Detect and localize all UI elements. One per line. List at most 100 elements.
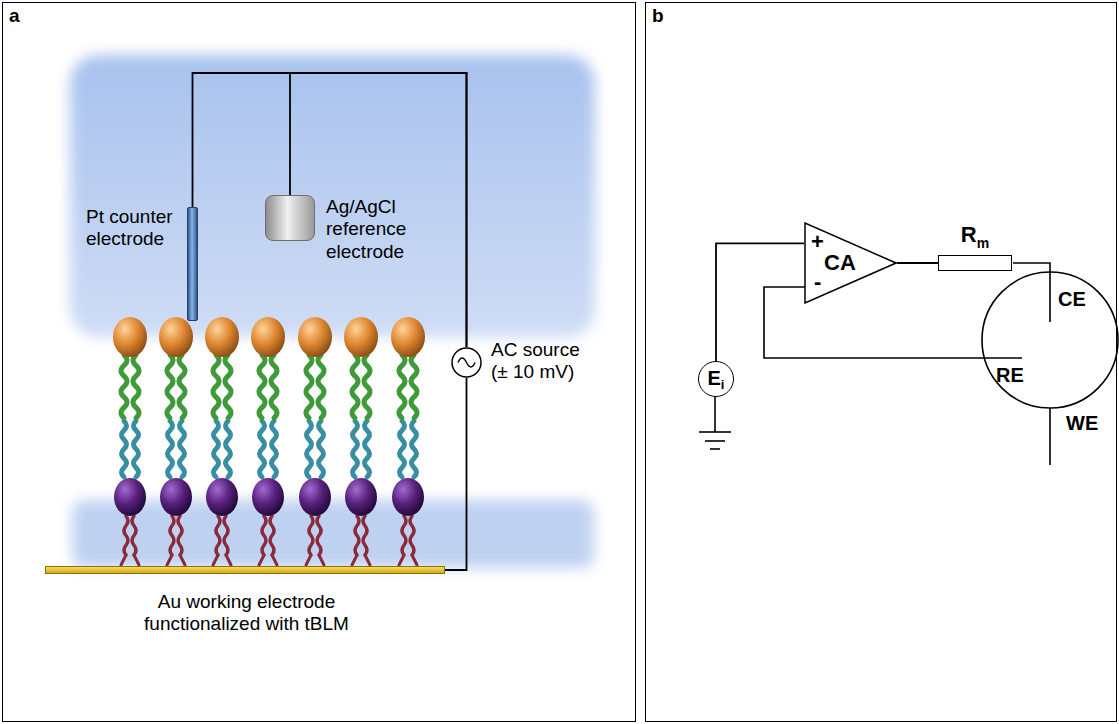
inner-leaflet-tail — [365, 421, 370, 477]
outer-headgroup — [251, 317, 285, 357]
thiol-anchor — [121, 555, 139, 565]
gold-electrode: Au working electrode functionalized with… — [45, 566, 445, 574]
tether-chain — [363, 516, 367, 555]
thiol-anchor — [167, 555, 185, 565]
outer-leaflet-tail — [179, 355, 185, 418]
inner-headgroup — [252, 478, 284, 516]
tether-chain — [262, 516, 266, 555]
node-label: AC source (± 10 mV) — [491, 339, 587, 384]
node-label: R — [961, 222, 977, 247]
subscript: i — [721, 377, 725, 392]
ground-symbol — [705, 440, 725, 442]
thiol-anchor — [306, 555, 324, 565]
electrode-label: RE — [996, 364, 1024, 388]
outer-leaflet-tail — [399, 355, 405, 418]
tether-chain — [270, 516, 274, 555]
wire — [290, 73, 467, 347]
tether-chain — [410, 516, 414, 555]
outer-leaflet-tail — [225, 355, 231, 418]
potentiostat-wires — [699, 263, 1118, 465]
node-label: Ag/AgCl reference electrode — [326, 196, 430, 263]
tether-chain — [317, 516, 321, 555]
we-wire — [1049, 408, 1051, 465]
outer-headgroup — [298, 317, 332, 357]
voltage-source: Ei — [698, 361, 734, 397]
panel-frame: bEiCARm+-CEREWE — [645, 2, 1117, 722]
node-label: Au working electrode functionalized with… — [134, 591, 359, 636]
outer-leaflet-tail — [133, 355, 139, 418]
inner-leaflet-tail — [272, 421, 277, 477]
thiol-anchor — [213, 555, 231, 565]
input-sign: + — [811, 229, 824, 255]
outer-headgroup — [344, 317, 378, 357]
outer-leaflet-tail — [213, 355, 219, 418]
sine-wave — [458, 358, 475, 367]
ground-wire — [714, 396, 716, 432]
outer-leaflet-tail — [306, 355, 312, 418]
inner-leaflet-tail — [180, 421, 185, 477]
tether-chain — [309, 516, 313, 555]
inner-leaflet-tail — [260, 421, 265, 477]
tether-chain — [132, 516, 136, 555]
inner-headgroup — [299, 478, 331, 516]
ground-symbol — [699, 431, 731, 433]
tether-chain — [170, 516, 174, 555]
outer-leaflet-tail — [167, 355, 173, 418]
node-label: b — [652, 5, 664, 27]
ac-source-symbol — [451, 347, 482, 378]
source-outline — [452, 348, 481, 377]
inner-headgroup — [345, 478, 377, 516]
inner-headgroup — [114, 478, 146, 516]
inner-headgroup — [160, 478, 192, 516]
wire — [716, 243, 804, 361]
inner-headgroup — [392, 478, 424, 516]
inner-leaflet-tail — [226, 421, 231, 477]
electrode-label: WE — [1066, 412, 1098, 436]
inner-leaflet-tail — [214, 421, 219, 477]
resistor-symbol: Rm — [938, 255, 1012, 271]
inner-leaflet-tail — [134, 421, 139, 477]
inner-leaflet-tail — [412, 421, 417, 477]
inner-leaflet-tail — [319, 421, 324, 477]
submembrane-reservoir — [72, 500, 594, 568]
lipid-bilayer — [113, 317, 425, 565]
thiol-anchor — [399, 555, 417, 565]
outer-leaflet-tail — [259, 355, 265, 418]
outer-leaflet-tail — [318, 355, 324, 418]
tether-chain — [224, 516, 228, 555]
subscript: m — [977, 235, 989, 251]
tether-chain — [124, 516, 128, 555]
reference-electrode: Ag/AgCl reference electrode — [265, 195, 315, 241]
node-label: Pt counter electrode — [86, 206, 182, 251]
node-label: E — [708, 367, 721, 391]
counter-electrode: Pt counter electrode — [187, 207, 198, 321]
wire — [193, 73, 467, 347]
re-wire — [764, 287, 1022, 358]
outer-leaflet-tail — [271, 355, 277, 418]
inner-leaflet-tail — [307, 421, 312, 477]
outer-headgroup — [113, 317, 147, 357]
wire — [897, 262, 938, 264]
input-sign: - — [814, 269, 821, 295]
inner-headgroup — [206, 478, 238, 516]
aqueous-region — [70, 55, 595, 337]
outer-leaflet-tail — [121, 355, 127, 418]
outer-headgroup — [159, 317, 193, 357]
wire — [445, 378, 467, 570]
thiol-anchor — [259, 555, 277, 565]
triangle-symbol — [805, 223, 896, 303]
electrode-label: CE — [1058, 288, 1086, 312]
thiol-anchor — [352, 555, 370, 565]
tether-chain — [216, 516, 220, 555]
tether-chain — [355, 516, 359, 555]
panel-frame: aPt counter electrodeAg/AgCl reference e… — [2, 2, 636, 722]
resistor-label: Rm — [939, 222, 1011, 248]
ground-symbol — [710, 448, 720, 450]
outer-leaflet-tail — [364, 355, 370, 418]
node-label: CA — [824, 250, 856, 276]
inner-leaflet-tail — [400, 421, 405, 477]
ce-wire — [1013, 263, 1050, 322]
inner-leaflet-tail — [122, 421, 127, 477]
inner-leaflet-tail — [168, 421, 173, 477]
